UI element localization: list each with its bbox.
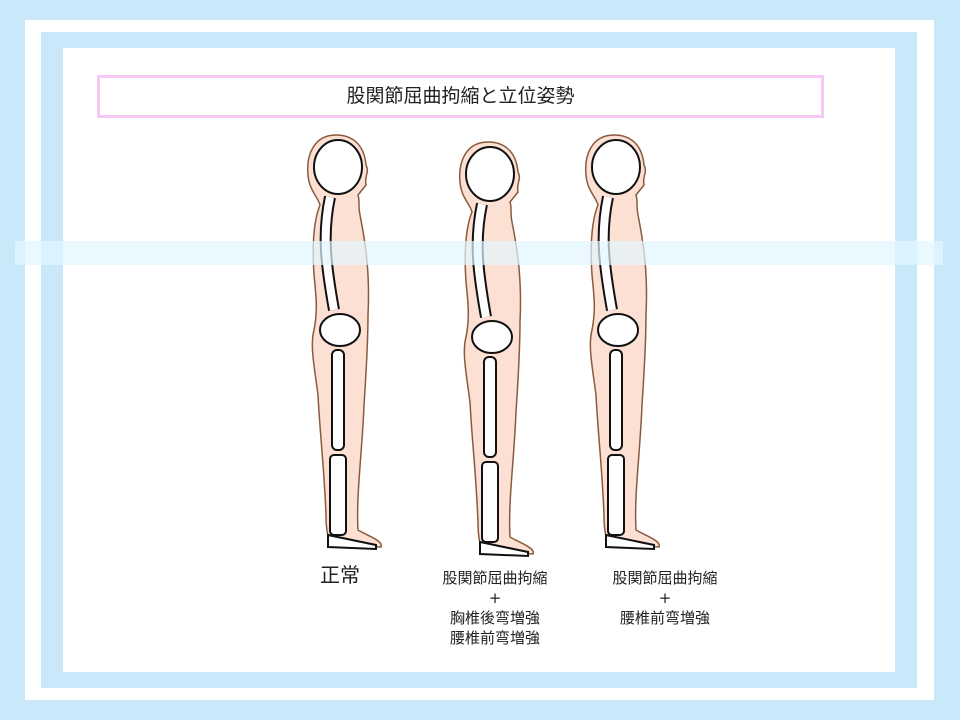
caption-line: 正常 [320, 563, 360, 587]
watermark-band [15, 241, 943, 265]
caption-figure-2: 股関節屈曲拘縮 + 胸椎後弯増強 腰椎前弯増強 [415, 568, 575, 648]
caption-line: + [658, 589, 672, 607]
figure-lumbar-lordosis [586, 135, 660, 549]
caption-line: 股関節屈曲拘縮 [612, 569, 718, 587]
figure-normal [308, 135, 382, 549]
caption-line: 腰椎前弯増強 [619, 609, 710, 627]
caption-line: + [488, 589, 502, 607]
caption-figure-3: 股関節屈曲拘縮 + 腰椎前弯増強 [585, 568, 745, 628]
caption-line: 腰椎前弯増強 [449, 629, 540, 647]
slide-title: 股関節屈曲拘縮と立位姿勢 [97, 75, 824, 118]
figure-thoracic-kyphosis-lumbar-lordosis [460, 142, 534, 556]
caption-line: 股関節屈曲拘縮 [442, 569, 548, 587]
caption-line: 胸椎後弯増強 [449, 609, 540, 627]
caption-normal: 正常 [300, 562, 380, 588]
